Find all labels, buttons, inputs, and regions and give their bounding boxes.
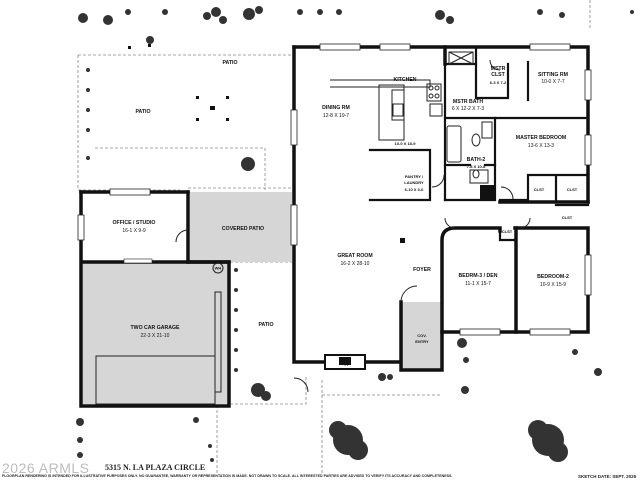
sitting-room-label: SITTING RM [538, 72, 568, 78]
mstr-clst-label-2: CLST [491, 72, 505, 78]
garage-details [95, 258, 224, 405]
fireplace-label: FP [344, 362, 349, 367]
garage-label: TWO CAR GARAGE [131, 325, 181, 331]
closet-label-a: CLST [534, 187, 545, 192]
landscape-plants [76, 6, 634, 462]
mstr-clst-dim: 6-3 X 7-2 [490, 80, 507, 85]
water-heater-label: WH [215, 266, 222, 271]
office-label: OFFICE / STUDIO [113, 220, 156, 226]
foyer-label: FOYER [413, 267, 431, 273]
closet-label-b: CLST [567, 187, 578, 192]
patio-top-label: PATIO [222, 60, 237, 66]
kitchen-label: KITCHEN [393, 77, 416, 83]
kitchen-fixtures [330, 79, 443, 141]
master-bedroom-dim: 13-6 X 13-3 [528, 143, 554, 149]
patio-furniture [128, 44, 405, 243]
closet-label-c: CLST [562, 215, 573, 220]
bath-fixtures [446, 51, 495, 200]
disclaimer: FLOORPLAN RENDERING IS INTENDED FOR ILLU… [2, 474, 453, 478]
cov-entry-label-2: ENTRY [415, 339, 429, 344]
master-bath-dim: 6 X 12-2 X 7-3 [452, 106, 484, 112]
master-bedroom-label: MASTER BEDROOM [516, 135, 566, 141]
bedroom-3-label: BEDRM-3 / DEN [459, 273, 498, 279]
great-room-dim: 16-2 X 28-10 [341, 261, 370, 267]
cov-entry-label: COV. [417, 333, 426, 338]
pantry-label: PANTRY / [405, 174, 424, 179]
great-room-label: GREAT ROOM [337, 253, 372, 259]
sitting-room-dim: 10-0 X 7-7 [541, 79, 565, 85]
bath-2-dim: 7-8 X 10-8 [467, 164, 486, 169]
bedroom-2-dim: 10-9 X 15-9 [540, 282, 566, 288]
patio-left-label: PATIO [135, 109, 150, 115]
bedroom-2-label: BEDROOM-2 [537, 274, 569, 280]
address-label: 5315 N. LA PLAZA CIRCLE [105, 463, 206, 472]
closet-label-d: CLST [502, 229, 513, 234]
dining-room-label: DINING RM [322, 105, 350, 111]
room-labels: PATIO PATIO KITCHEN DINING RM 12-8 X 19-… [113, 60, 578, 367]
exterior-walls [79, 45, 590, 408]
side-patio-label: PATIO [258, 322, 273, 328]
sketch-date: SKETCH DATE: SEPT. 2025 [578, 474, 637, 479]
bedroom-3-dim: 11-1 X 15-7 [465, 281, 491, 287]
garage-dim: 22-3 X 21-10 [141, 333, 170, 339]
master-bath-label: MSTR BATH [453, 99, 483, 105]
garage-shading [83, 262, 229, 404]
covered-patio-shading [190, 192, 292, 262]
door-swings [175, 59, 531, 393]
watermark: 2026 ARMLS [2, 460, 90, 476]
windows [77, 43, 592, 336]
pantry-dim: 6-10 X 3-6 [405, 187, 424, 192]
pantry-label-2: LAUNDRY [404, 180, 424, 185]
mstr-clst-label: MSTR [491, 66, 506, 72]
bath-2-label: BATH-2 [467, 157, 486, 163]
dining-room-dim: 12-8 X 19-7 [323, 113, 349, 119]
office-dim: 16-1 X 9-9 [122, 228, 146, 234]
kitchen-dim: 10-0 X 18-9 [395, 141, 417, 146]
cov-entry-shading [401, 302, 442, 370]
covered-patio-label: COVERED PATIO [222, 226, 264, 232]
